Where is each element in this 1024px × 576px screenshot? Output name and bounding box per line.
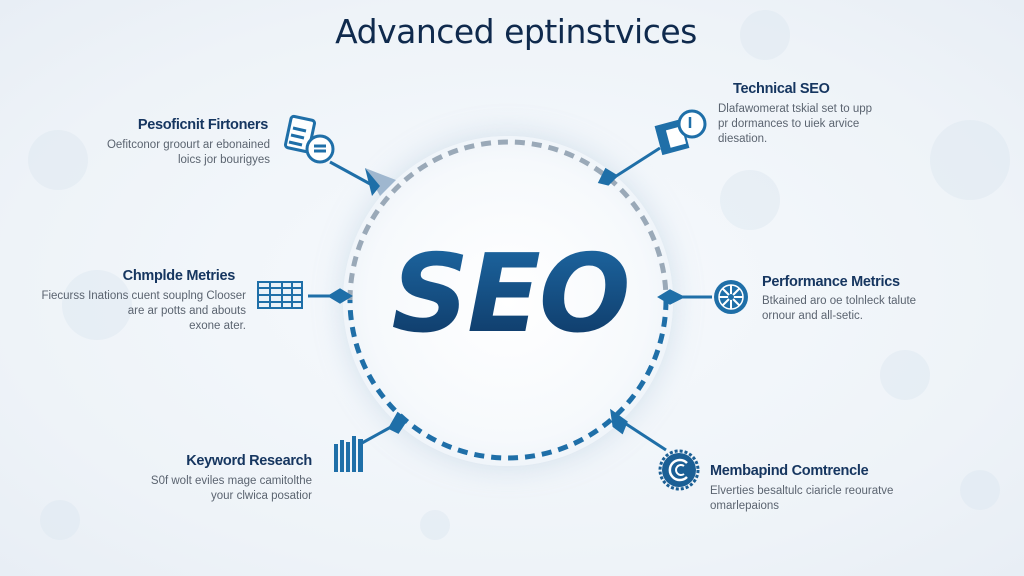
search-document-icon: [654, 109, 707, 156]
documents-icon: [283, 114, 335, 164]
node-description: Elverties besaltulc ciaricle reouratve o…: [710, 485, 894, 512]
node-title: Keyword Research: [186, 453, 312, 469]
dashed-ring-bottom: [347, 299, 669, 461]
background-dot: [28, 130, 88, 190]
node-title: Pesoficnit Firtoners: [137, 117, 268, 133]
background-dot: [40, 500, 80, 540]
background-dot: [420, 510, 450, 540]
node-description: S0f wolt eviles mage camitolthe your clw…: [150, 475, 312, 502]
node-description: Btkained aro oe tolnleck talute ornour a…: [762, 295, 917, 322]
badge-c-icon: [658, 449, 700, 491]
node-description: Oefitconor groourt ar ebonained loics jo…: [106, 139, 270, 166]
node-description: Fiecurss Inations cuent souplng Clooser …: [41, 290, 246, 332]
background-dot: [880, 350, 930, 400]
background-dot: [720, 170, 780, 230]
page-title: Advanced eptinstvices: [335, 12, 697, 51]
node-title: Membapind Comtrencle: [710, 463, 869, 479]
dashed-ring-top: [347, 139, 669, 301]
node-title: Technical SEO: [733, 81, 830, 97]
node-description: Dlafawomerat tskial set to upp pr dorman…: [718, 103, 873, 145]
background-dot: [960, 470, 1000, 510]
seo-hub-label: SEO: [380, 232, 640, 357]
node-title: Chmplde Metries: [122, 268, 236, 284]
bar-chart-icon: [334, 436, 363, 472]
grid-table-icon: [257, 281, 303, 309]
node-title: Performance Metrics: [762, 274, 900, 290]
wheel-icon: [714, 280, 748, 314]
background-dot: [62, 270, 132, 340]
paper-plane-icon: [365, 168, 396, 196]
background-dot: [740, 10, 790, 60]
background-dot: [930, 120, 1010, 200]
